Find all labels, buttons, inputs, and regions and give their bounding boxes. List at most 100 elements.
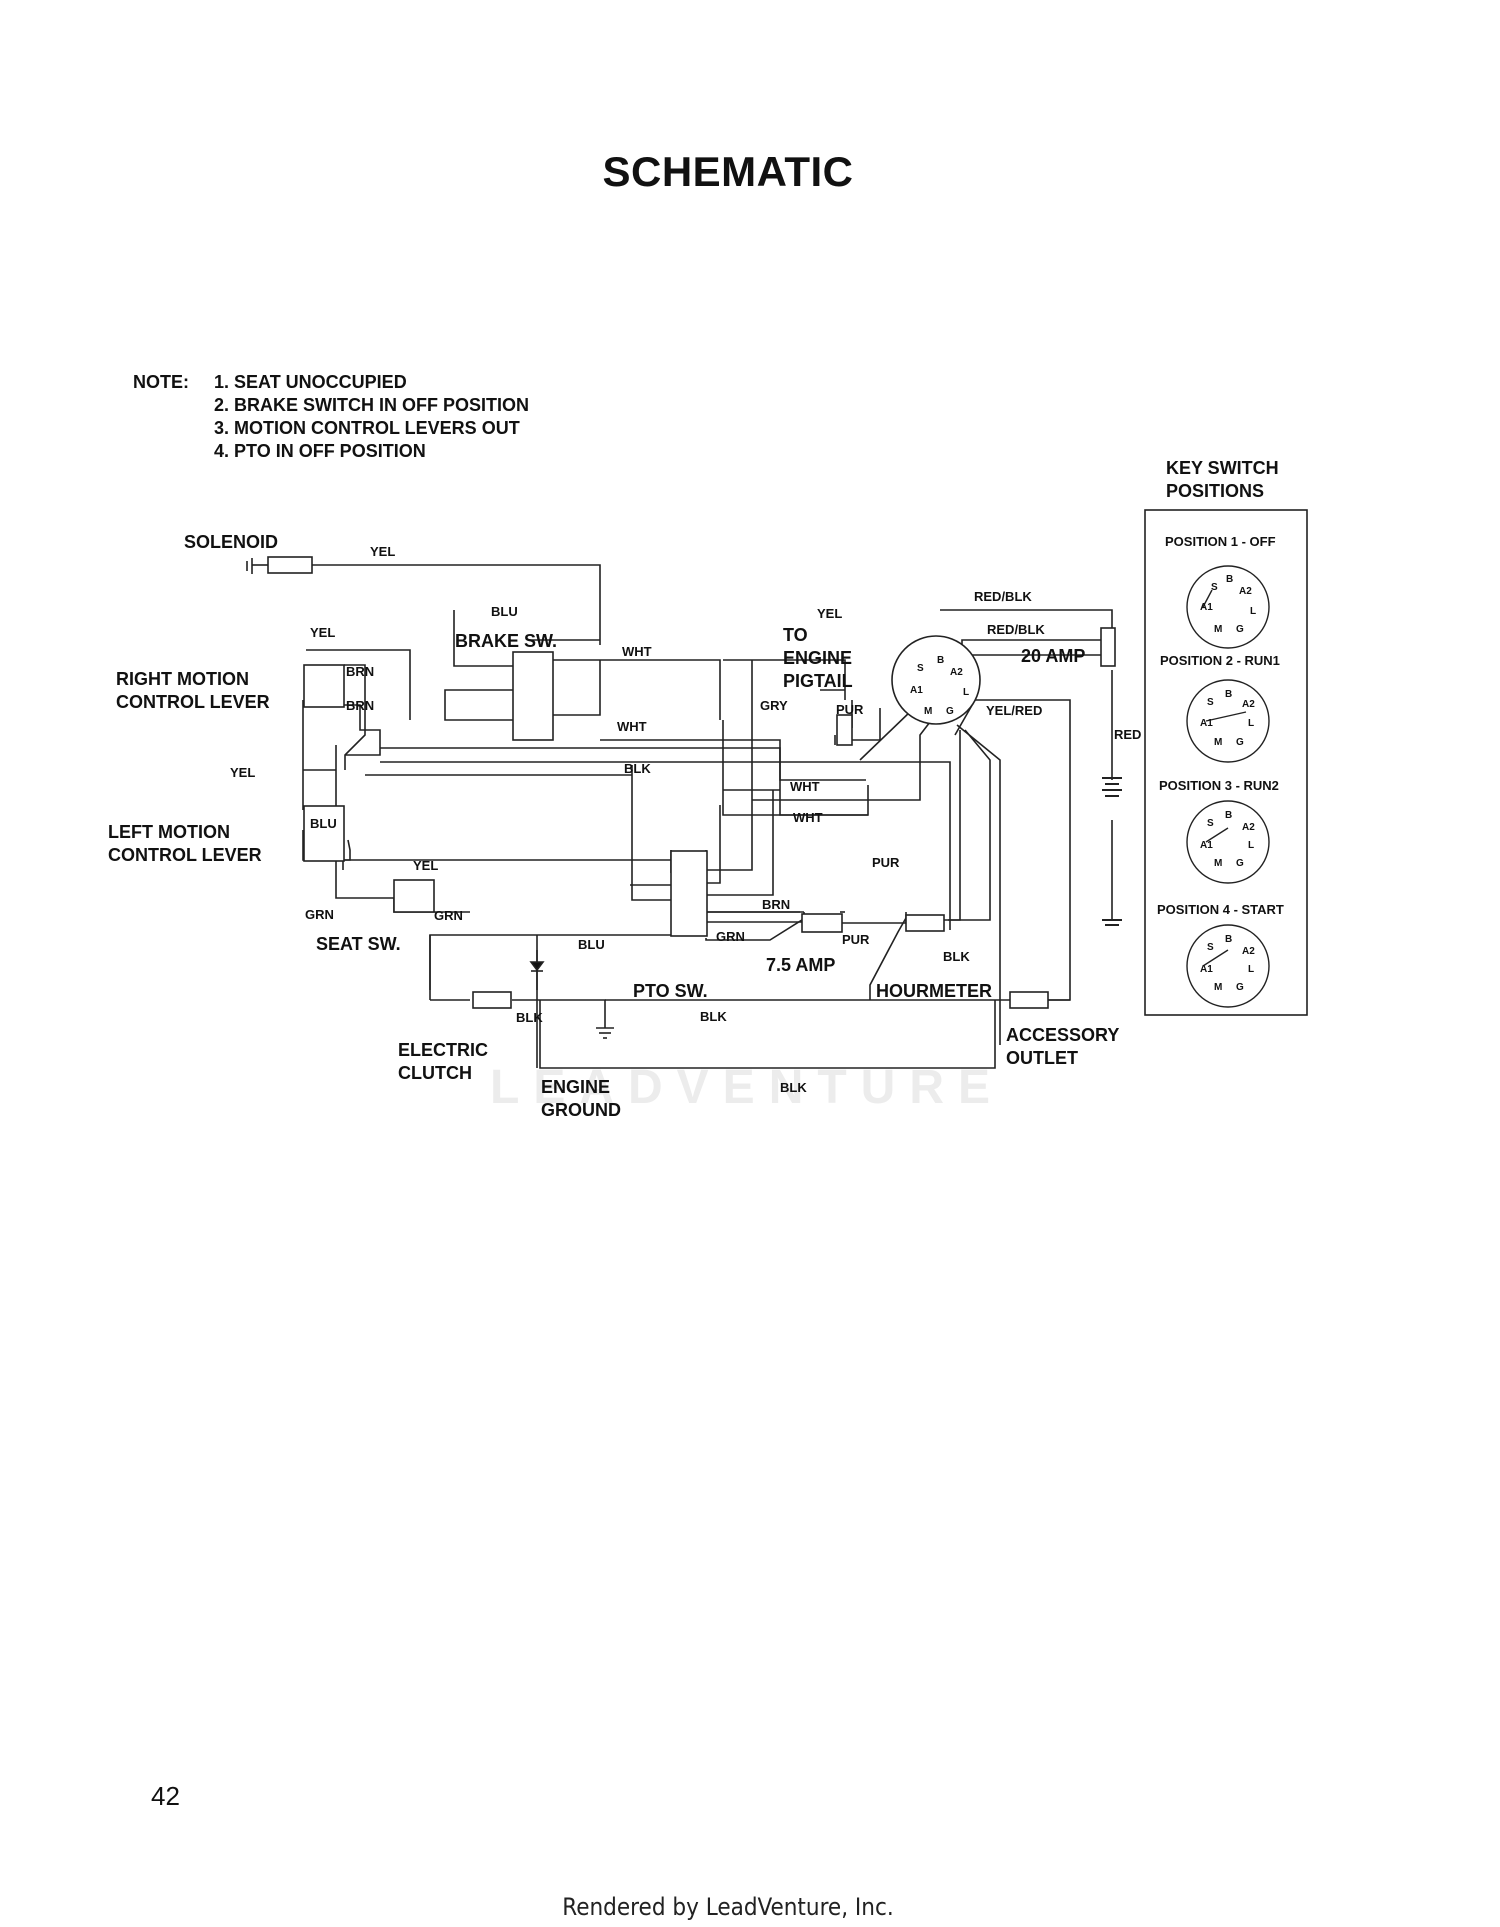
key-position-label: POSITION 4 - START [1157, 902, 1284, 917]
wire-label: BLK [624, 761, 651, 776]
electric-clutch-label: ELECTRIC [398, 1040, 488, 1060]
wire-label: RED/BLK [987, 622, 1045, 637]
footer-text: Rendered by LeadVenture, Inc. [562, 1893, 894, 1921]
svg-text:B: B [1225, 934, 1232, 945]
wire-label: PUR [872, 855, 900, 870]
wire-label: BRN [762, 897, 790, 912]
wire-label: GRN [434, 908, 463, 923]
brake-switch-label: BRAKE SW. [455, 631, 557, 651]
left-lever-label: LEFT MOTION [108, 822, 230, 842]
right-lever-label: CONTROL LEVER [116, 692, 270, 712]
electric-clutch-label: CLUTCH [398, 1063, 472, 1083]
svg-text:A2: A2 [1239, 586, 1252, 597]
left-lever-label: CONTROL LEVER [108, 845, 262, 865]
wire-label: WHT [617, 719, 647, 734]
key-position-label: POSITION 3 - RUN2 [1159, 778, 1279, 793]
note-item: 2. BRAKE SWITCH IN OFF POSITION [214, 395, 530, 415]
svg-text:B: B [1226, 574, 1233, 585]
key-position-label: POSITION 2 - RUN1 [1160, 653, 1280, 668]
svg-text:M: M [924, 706, 932, 717]
svg-text:G: G [1236, 737, 1244, 748]
svg-text:M: M [1214, 737, 1222, 748]
svg-text:S: S [1207, 942, 1214, 953]
svg-text:A2: A2 [950, 667, 963, 678]
engine-ground-label: ENGINE [541, 1077, 610, 1097]
wire-label: BLK [516, 1010, 543, 1025]
svg-text:S: S [1207, 697, 1214, 708]
svg-text:B: B [1225, 810, 1232, 821]
battery-icon [1102, 777, 1122, 926]
svg-text:L: L [963, 687, 969, 698]
page-number: 42 [151, 1781, 180, 1811]
diode-icon [529, 950, 545, 990]
engine-pigtail-label: PIGTAIL [783, 671, 853, 691]
fuse-20-amp [1100, 627, 1116, 667]
svg-text:M: M [1214, 982, 1222, 993]
wire-label: WHT [622, 644, 652, 659]
wire-label: YEL/RED [986, 703, 1042, 718]
engine-ground-label: GROUND [541, 1100, 621, 1120]
pigtail-connector [836, 714, 853, 746]
svg-text:M: M [1214, 624, 1222, 635]
svg-text:A1: A1 [1200, 964, 1213, 975]
notes-list: 1. SEAT UNOCCUPIED 2. BRAKE SWITCH IN OF… [214, 371, 529, 463]
wire-label: BLK [780, 1080, 807, 1095]
svg-text:G: G [1236, 982, 1244, 993]
engine-pigtail-label: TO [783, 625, 808, 645]
wire-label: YEL [413, 858, 438, 873]
wire-label: BRN [346, 698, 374, 713]
seat-switch-box [393, 879, 435, 913]
left-lever-switch [303, 805, 345, 862]
wire-label: WHT [790, 779, 820, 794]
electric-clutch-box [472, 991, 512, 1009]
wire-label: PUR [836, 702, 864, 717]
hourmeter-box [905, 914, 945, 932]
wire-label: YEL [817, 606, 842, 621]
svg-text:L: L [1248, 718, 1254, 729]
page-title: SCHEMATIC [602, 148, 854, 195]
note-item: 4. PTO IN OFF POSITION [214, 441, 426, 461]
svg-text:A1: A1 [1200, 840, 1213, 851]
fuse-7-5-amp-label: 7.5 AMP [766, 955, 835, 975]
pto-switch-box [670, 850, 708, 937]
fuse-20-amp-label: 20 AMP [1021, 646, 1085, 666]
wire-label: WHT [793, 810, 823, 825]
svg-text:A1: A1 [1200, 602, 1213, 613]
ground-icon [246, 558, 614, 1039]
key-switch-diagram [891, 635, 981, 725]
svg-text:S: S [917, 663, 924, 674]
wire-label: BRN [346, 664, 374, 679]
solenoid-box [267, 556, 313, 574]
svg-text:A2: A2 [1242, 699, 1255, 710]
svg-text:L: L [1248, 840, 1254, 851]
key-switch-title: KEY SWITCH [1166, 458, 1279, 478]
svg-text:A1: A1 [1200, 718, 1213, 729]
accessory-outlet-box [1009, 991, 1049, 1009]
pto-switch-label: PTO SW. [633, 981, 708, 1001]
svg-text:S: S [1211, 582, 1218, 593]
wire-label: YEL [310, 625, 335, 640]
svg-text:M: M [1214, 858, 1222, 869]
note-item: 1. SEAT UNOCCUPIED [214, 372, 407, 392]
accessory-outlet-label: ACCESSORY [1006, 1025, 1119, 1045]
engine-pigtail-label: ENGINE [783, 648, 852, 668]
key-switch-panel [1144, 509, 1308, 1016]
fuse-7-5-amp [801, 913, 843, 933]
hourmeter-label: HOURMETER [876, 981, 992, 1001]
right-lever-switch [303, 664, 345, 708]
watermark-text: LEADVENTURE [490, 1061, 1005, 1114]
svg-text:A1: A1 [910, 685, 923, 696]
svg-text:A2: A2 [1242, 946, 1255, 957]
right-lever-label: RIGHT MOTION [116, 669, 249, 689]
solenoid-label: SOLENOID [184, 532, 278, 552]
wire-label: RED [1114, 727, 1141, 742]
brake-switch-box [512, 651, 554, 741]
accessory-outlet-label: OUTLET [1006, 1048, 1078, 1068]
note-item: 3. MOTION CONTROL LEVERS OUT [214, 418, 520, 438]
wire-label: BLU [310, 816, 337, 831]
svg-text:B: B [1225, 689, 1232, 700]
key-switch-title: POSITIONS [1166, 481, 1264, 501]
svg-text:B: B [937, 655, 944, 666]
wire-label: RED/BLK [974, 589, 1032, 604]
